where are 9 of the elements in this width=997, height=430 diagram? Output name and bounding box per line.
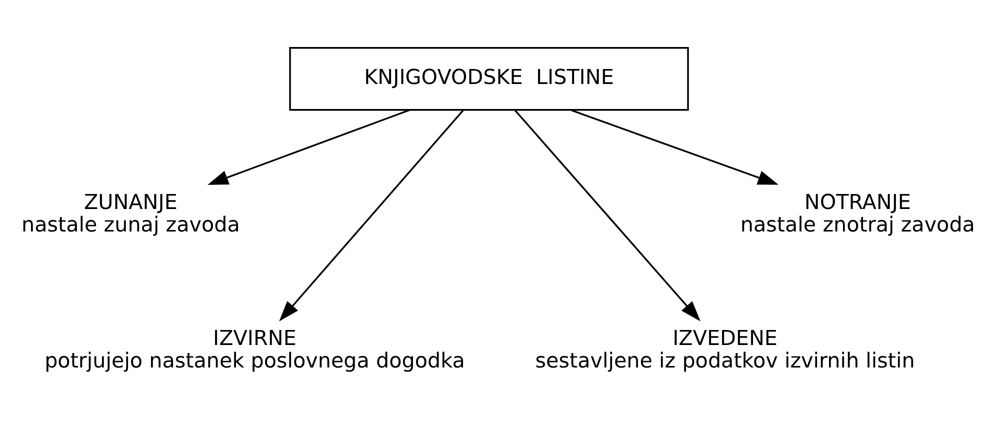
node-text: IZVIRNE potrjujejo nastanek poslovnega dogodka [44, 326, 465, 373]
arrow [570, 109, 779, 185]
arrow [279, 110, 464, 322]
node-text: IZVEDENE sestavljene iz podatkov izvirnih listin [535, 326, 915, 373]
arrow [208, 109, 410, 185]
node-text: ZUNANJE nastale zunaj zavoda [21, 190, 240, 237]
node-text: NOTRANJE nastale znotraj zavoda [740, 190, 975, 237]
node-box: KNJIGOVODSKE LISTINE [289, 47, 689, 111]
arrow [514, 110, 700, 322]
